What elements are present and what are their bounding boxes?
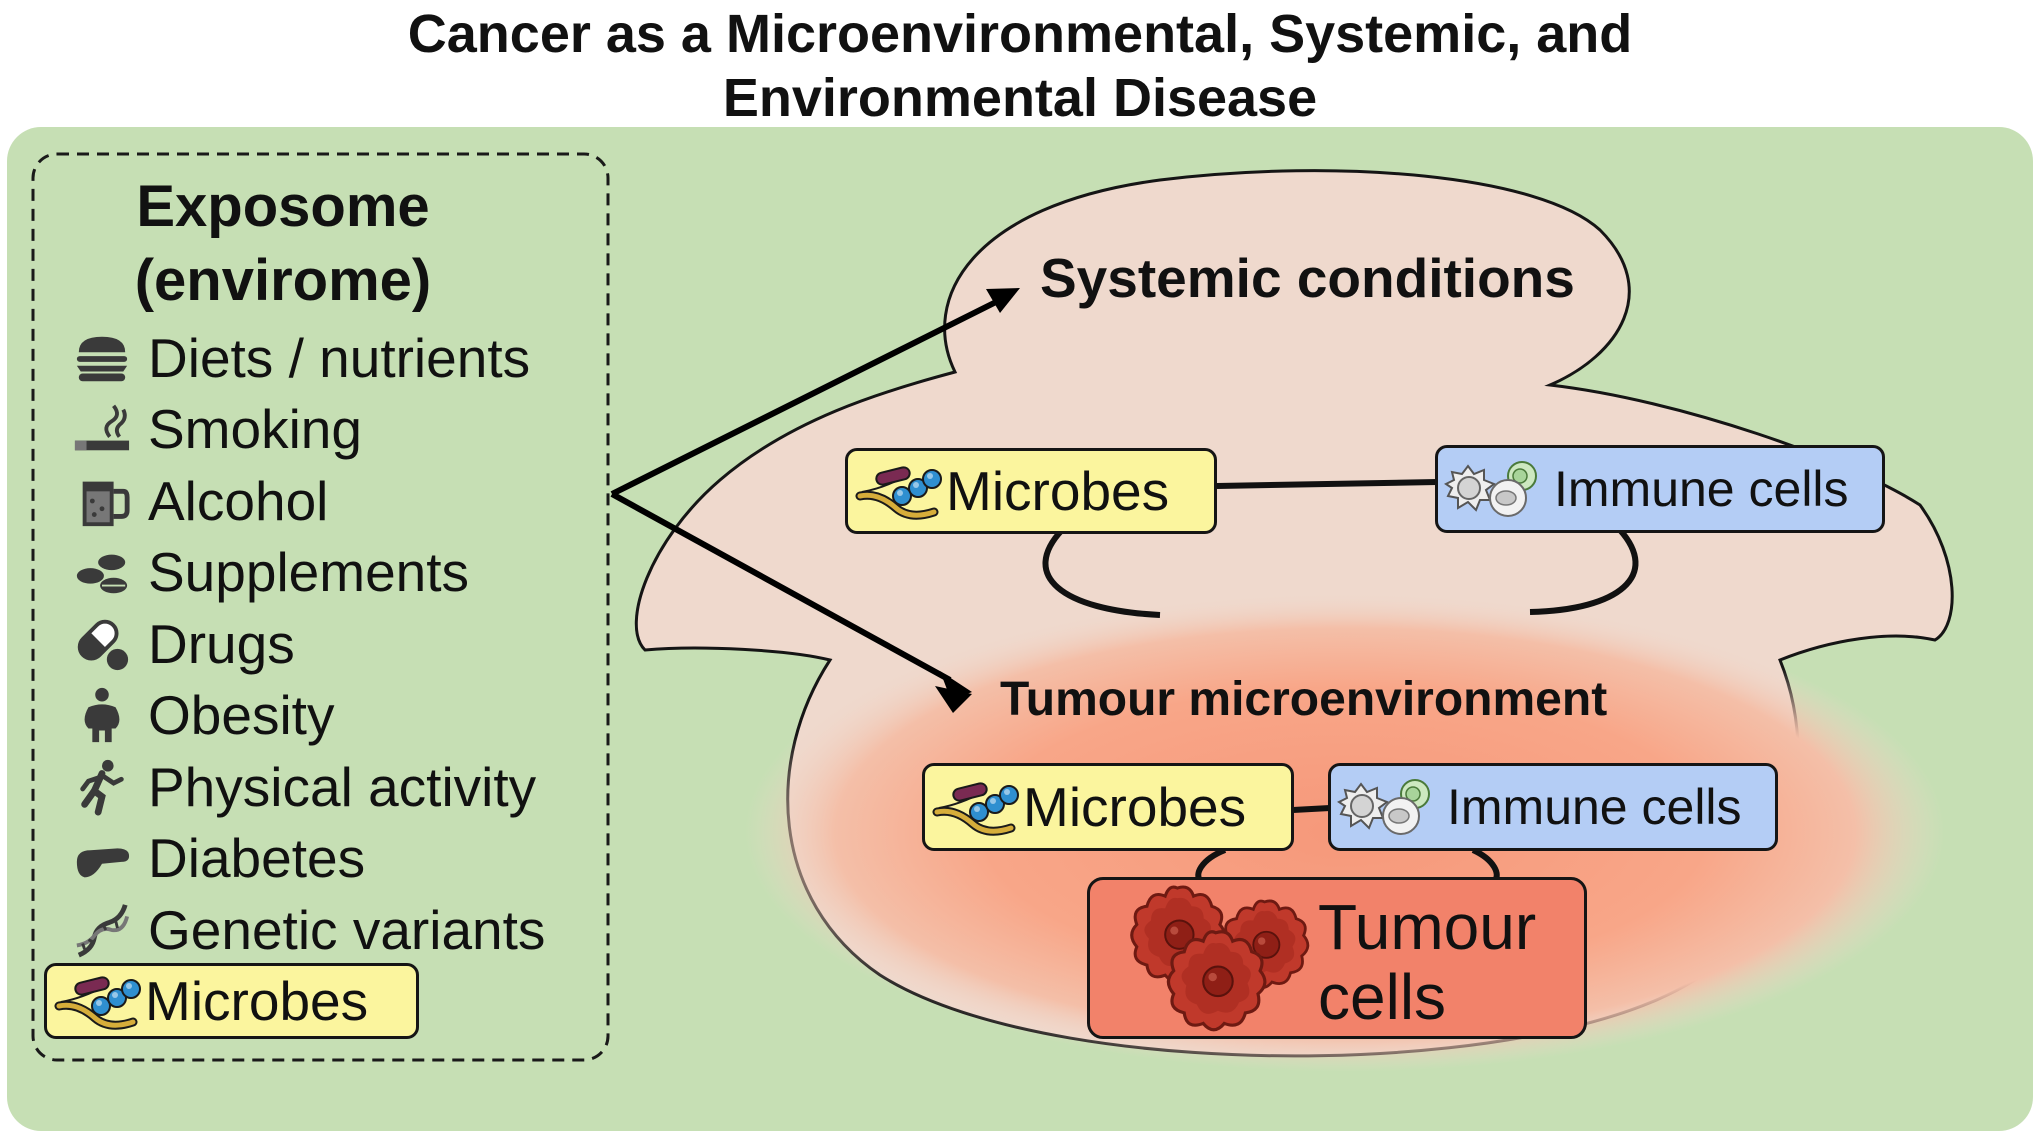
- systemic-network-lines: [1042, 479, 1639, 618]
- diagram-title: Cancer as a Microenvironmental, Systemic…: [0, 2, 2040, 130]
- arrow-head-systemic: [986, 288, 1020, 313]
- exposome-item-label: Alcohol: [148, 469, 329, 532]
- systemic-conditions-label: Systemic conditions: [1040, 247, 1575, 309]
- exposome-item-label: Obesity: [148, 684, 335, 747]
- beer-mug-icon: [68, 471, 136, 531]
- exposome-item-supplements: Supplements: [68, 537, 545, 609]
- systemic-microbes-label: Microbes: [946, 460, 1170, 522]
- tumour-cells-label-line2: cells: [1318, 961, 1447, 1033]
- pancreas-icon: [68, 828, 136, 888]
- microbes-icon: [854, 462, 942, 520]
- exposome-item-obesity: Obesity: [68, 680, 545, 752]
- exposome-item-diets: Diets / nutrients: [68, 322, 545, 394]
- exposome-item-label: Drugs: [148, 612, 295, 675]
- exposome-item-label: Physical activity: [148, 755, 537, 818]
- exposome-list: Diets / nutrients Smoking Alcohol Supple…: [68, 322, 545, 966]
- diagram-title-line2: Environmental Disease: [722, 68, 1318, 128]
- exposome-title: Exposome (envirome): [48, 170, 518, 318]
- exposome-title-line1: Exposome: [136, 174, 430, 239]
- exposome-item-label: Genetic variants: [148, 898, 546, 961]
- arrow-to-tme: [610, 491, 952, 683]
- exposure-arrows: [610, 297, 1002, 683]
- cigarette-icon: [68, 399, 136, 459]
- pills-icon: [68, 542, 136, 602]
- systemic-link-top: [1216, 479, 1438, 489]
- microbes-icon: [931, 778, 1019, 836]
- immune-cells-icon: [1442, 458, 1550, 520]
- exposome-item-drugs: Drugs: [68, 608, 545, 680]
- exposome-item-label: Diets / nutrients: [148, 326, 531, 389]
- exposome-title-line2: (envirome): [134, 248, 432, 313]
- exposome-item-genetic-variants: Genetic variants: [68, 894, 545, 966]
- immune-cells-icon: [1335, 776, 1443, 838]
- exposome-dashed-box: [31, 152, 610, 1062]
- microbes-icon: [53, 972, 141, 1030]
- capsule-icon: [68, 614, 136, 674]
- tumour-cells-box: Tumour cells: [1087, 877, 1587, 1039]
- arrow-to-systemic: [610, 297, 1002, 497]
- tumour-microenvironment-label: Tumour microenvironment: [1000, 673, 1608, 726]
- exposome-microbes-label: Microbes: [145, 970, 369, 1032]
- systemic-loop-left: [1042, 527, 1161, 618]
- exposome-item-physical-activity: Physical activity: [68, 751, 545, 823]
- person-icon: [68, 685, 136, 745]
- exposome-item-label: Smoking: [148, 398, 362, 461]
- tme-microbes-box: Microbes: [922, 763, 1294, 851]
- exposome-item-smoking: Smoking: [68, 394, 545, 466]
- tumour-cells-label-line1: Tumour: [1318, 891, 1537, 963]
- dna-icon: [68, 900, 136, 960]
- systemic-loop-right: [1529, 528, 1639, 615]
- systemic-immune-cells-box: Immune cells: [1435, 445, 1885, 533]
- systemic-microbes-box: Microbes: [845, 448, 1217, 534]
- tme-immune-cells-box: Immune cells: [1328, 763, 1778, 851]
- exposome-item-label: Diabetes: [148, 827, 366, 890]
- tme-link-microbes-immune: [1292, 805, 1331, 813]
- exposome-microbes-box: Microbes: [44, 963, 419, 1039]
- exposome-item-label: Supplements: [148, 541, 470, 604]
- tumour-cells-label: Tumour cells: [1318, 892, 1536, 1032]
- exposome-item-alcohol: Alcohol: [68, 465, 545, 537]
- systemic-immune-label: Immune cells: [1554, 461, 1849, 517]
- exposome-item-diabetes: Diabetes: [68, 823, 545, 895]
- tumour-cells-icon: [1130, 885, 1310, 1032]
- arrow-head-tme-tip: [935, 686, 972, 713]
- tme-immune-label: Immune cells: [1447, 779, 1742, 835]
- tme-microbes-label: Microbes: [1023, 776, 1247, 838]
- diagram-title-line1: Cancer as a Microenvironmental, Systemic…: [407, 4, 1633, 64]
- running-person-icon: [68, 757, 136, 817]
- burger-icon: [68, 328, 136, 388]
